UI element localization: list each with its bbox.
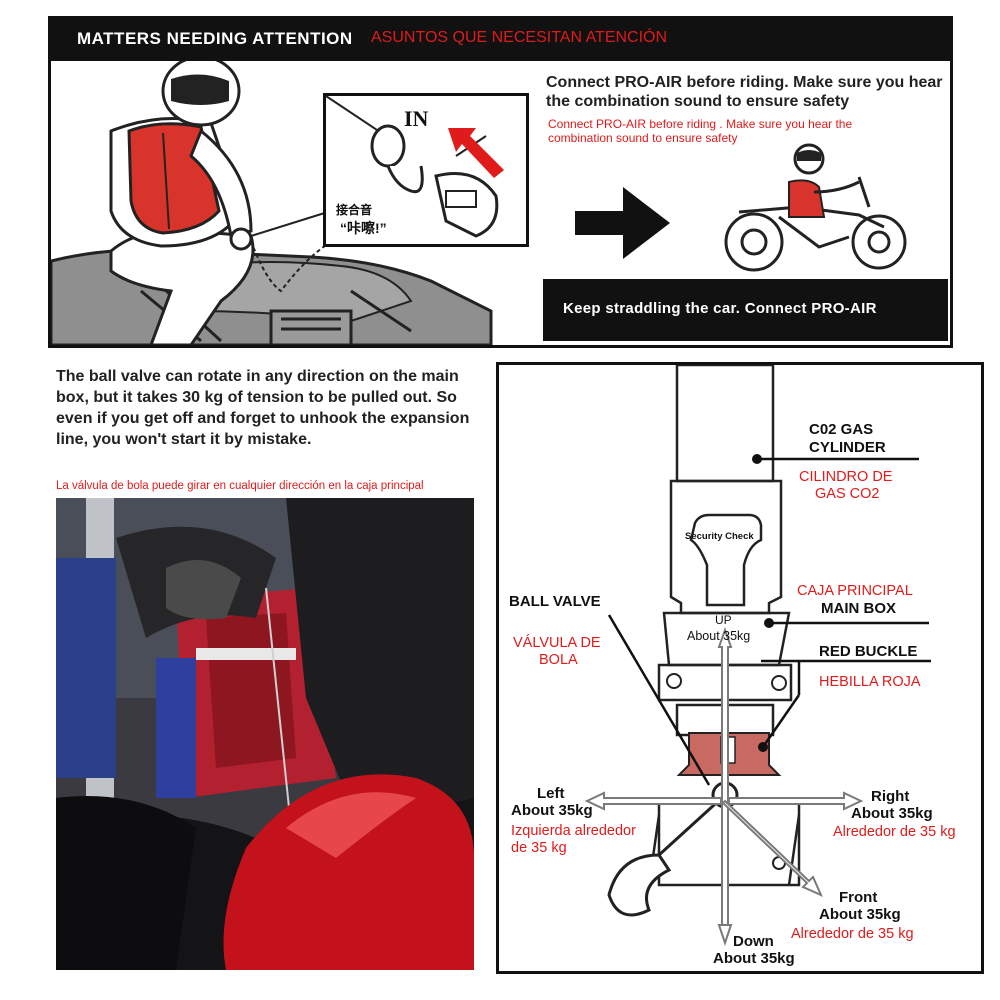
ball-valve-description-es: La válvula de bola puede girar en cualqu… — [56, 480, 424, 492]
left-label: Left — [537, 785, 565, 802]
left-label-es-2: de 35 kg — [511, 840, 567, 856]
co2-label-es-1: CILINDRO DE — [799, 469, 893, 485]
ball-valve-label-es-2: BOLA — [539, 652, 578, 668]
right-force-label: About 35kg — [851, 805, 933, 822]
up-label: UP — [715, 613, 732, 627]
instruction-panel-top: MATTERS NEEDING ATTENTION ASUNTOS QUE NE… — [48, 16, 953, 348]
ball-valve-description-en: The ball valve can rotate in any directi… — [56, 368, 470, 448]
header-title-en: MATTERS NEEDING ATTENTION — [77, 29, 353, 48]
keep-straddling-bar: Keep straddling the car. Connect PRO-AIR — [543, 279, 948, 341]
main-box-label-en: MAIN BOX — [821, 600, 896, 617]
ball-valve-label-en: BALL VALVE — [509, 593, 601, 610]
co2-label-en-1: C02 GAS — [809, 421, 874, 438]
co2-label-en-2: CYLINDER — [809, 439, 886, 456]
right-arrow-icon — [575, 187, 670, 259]
right-label-es: Alrededor de 35 kg — [833, 824, 956, 840]
buckle-connector-drawing — [326, 96, 499, 238]
main-box-diagram — [584, 365, 931, 947]
ball-valve-diagram-panel: Security Check C02 GAS CYLINDER CILINDRO… — [496, 362, 984, 974]
down-label: Down — [733, 933, 774, 950]
insert-direction-arrow-icon — [448, 128, 504, 178]
photo-scene — [56, 498, 474, 970]
front-force-label: About 35kg — [819, 906, 901, 923]
right-label: Right — [871, 788, 910, 805]
front-label: Front — [839, 889, 878, 906]
click-sound-text: “咔嚓!” — [340, 220, 387, 236]
left-label-es-1: Izquierda alrededor — [511, 823, 636, 839]
red-buckle-label-es: HEBILLA ROJA — [819, 674, 921, 690]
main-box-label-es: CAJA PRINCIPAL — [797, 583, 913, 599]
security-check-label: Security Check — [685, 531, 754, 542]
keep-straddling-text: Keep straddling the car. Connect PRO-AIR — [563, 300, 877, 317]
small-rider-motorcycle-illustration — [724, 143, 907, 272]
header-bar: MATTERS NEEDING ATTENTION ASUNTOS QUE NE… — [51, 19, 950, 61]
in-label: IN — [404, 106, 429, 131]
rider-connecting-illustration — [51, 61, 493, 345]
down-force-label: About 35kg — [713, 950, 795, 967]
buckle-pull-photo — [56, 498, 474, 970]
click-sound-caption: 接合音 — [336, 203, 373, 217]
connect-instruction-en: Connect PRO-AIR before riding. Make sure… — [546, 74, 943, 110]
connector-zoom-inset: IN 接合音 “咔嚓!” — [323, 93, 529, 247]
left-force-label: About 35kg — [511, 802, 593, 819]
ball-valve-label-es-1: VÁLVULA DE — [513, 635, 601, 651]
up-force-label: About 35kg — [687, 629, 751, 643]
co2-label-es-2: GAS CO2 — [815, 486, 880, 502]
connect-instruction-es: Connect PRO-AIR before riding . Make sur… — [548, 117, 853, 145]
front-label-es: Alrededor de 35 kg — [791, 926, 914, 942]
header-title-es: ASUNTOS QUE NECESITAN ATENCIÓN — [371, 29, 668, 46]
red-buckle-label-en: RED BUCKLE — [819, 643, 918, 660]
